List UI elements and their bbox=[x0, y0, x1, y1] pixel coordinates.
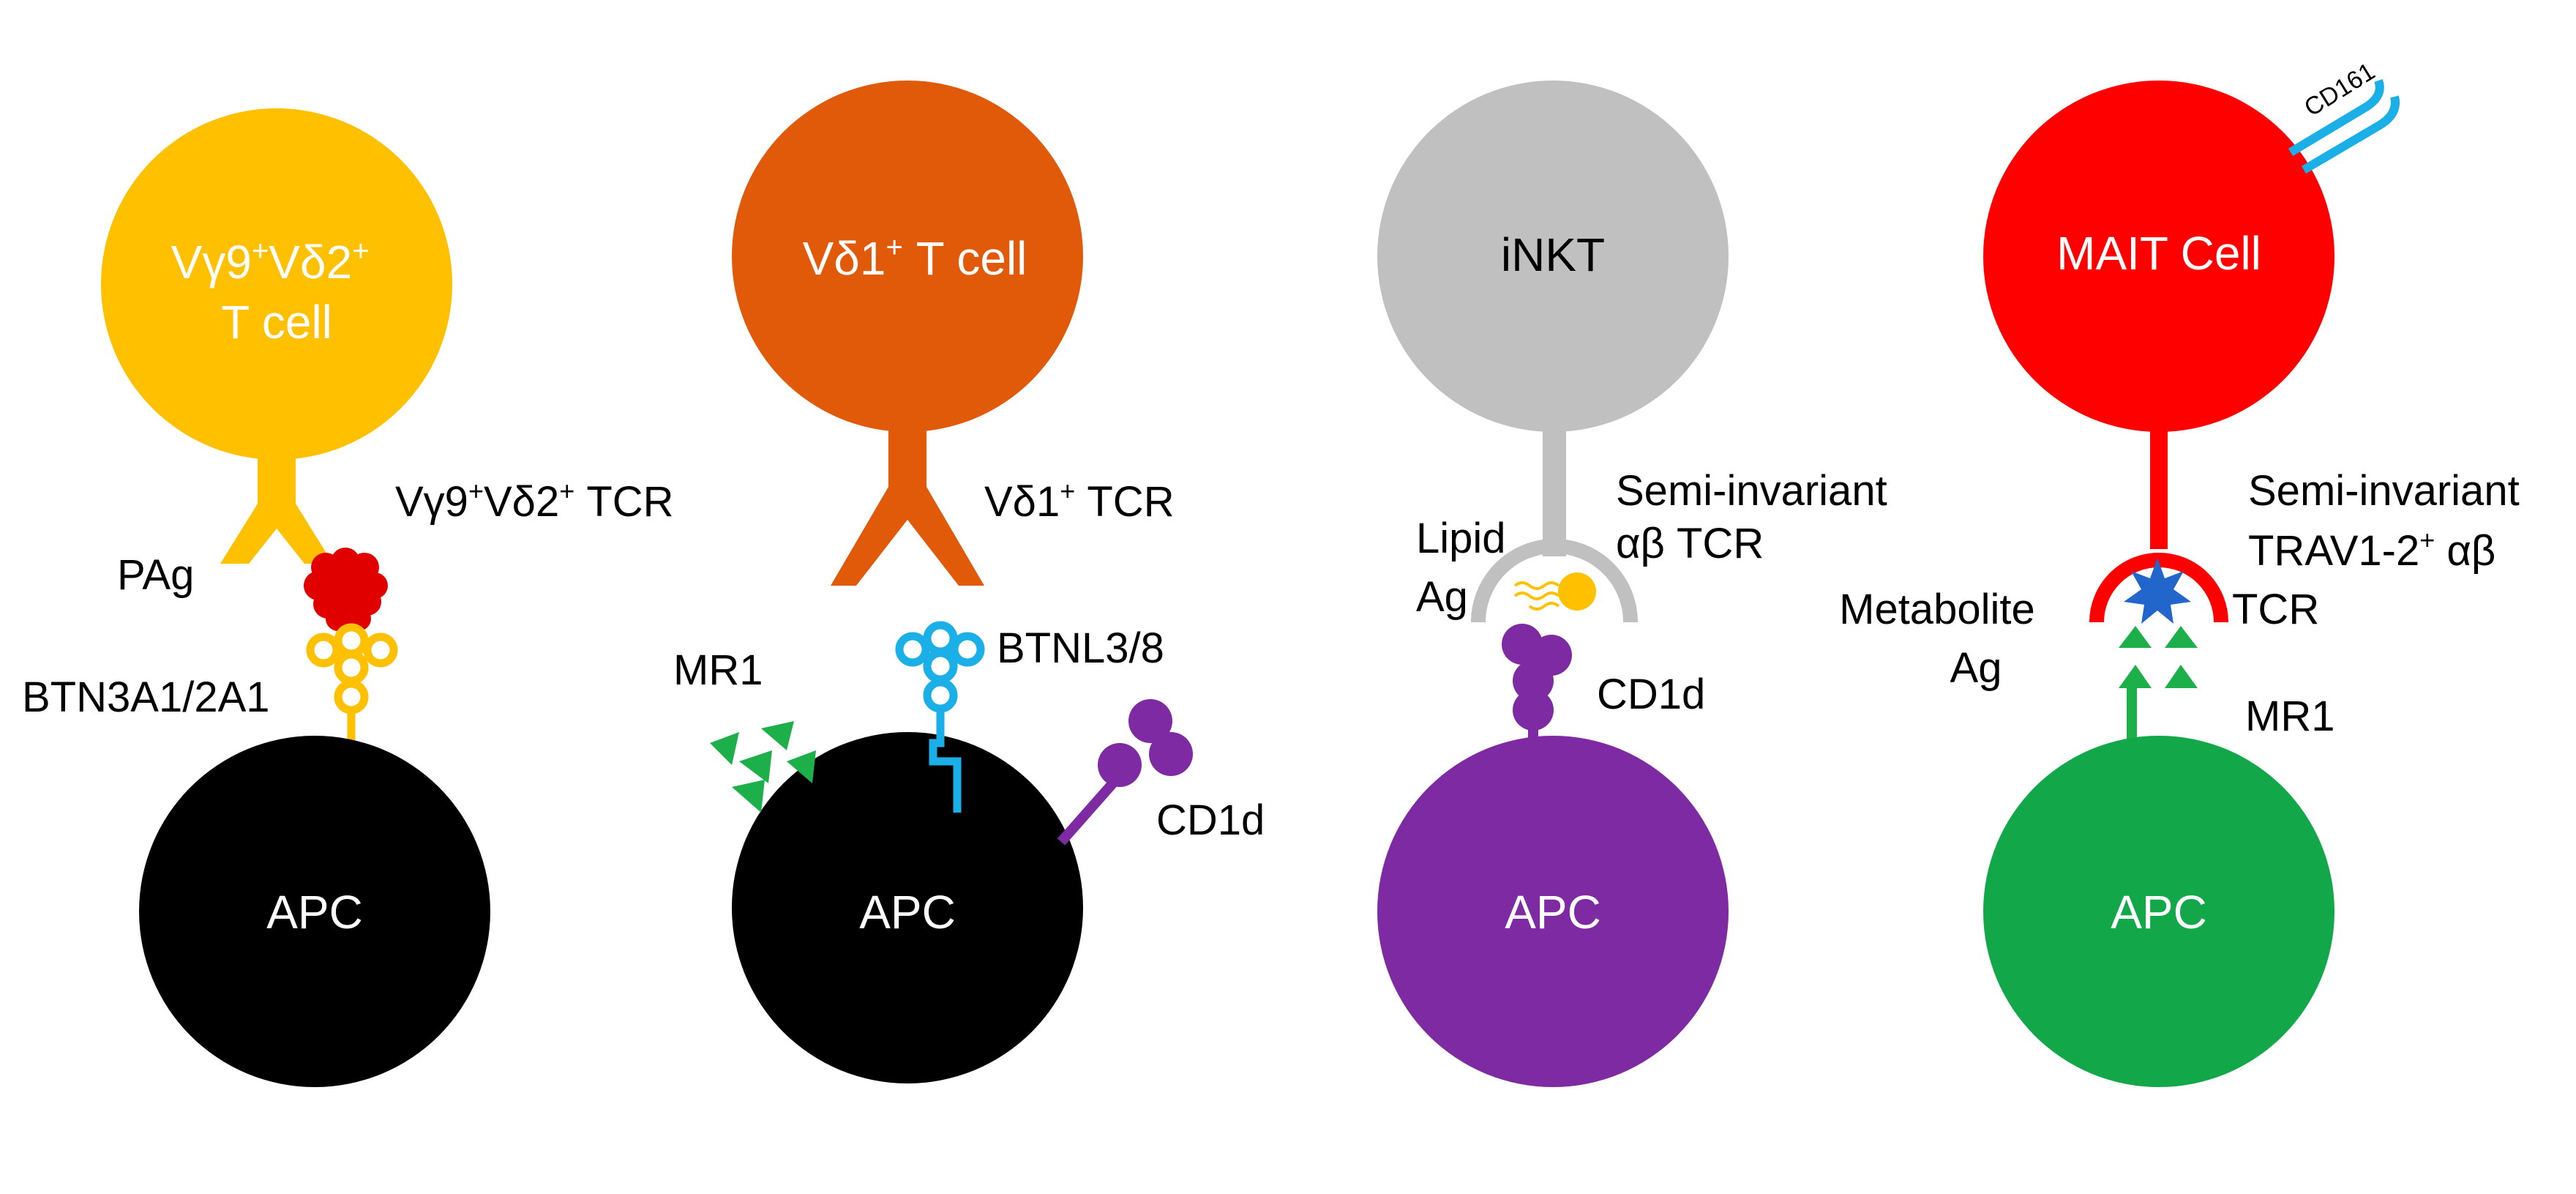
mait-cell-label: MAIT Cell bbox=[2056, 227, 2261, 280]
inkt-tcr bbox=[1543, 417, 1566, 556]
lipid-ag-label: Lipid Ag bbox=[1416, 515, 1518, 621]
lipid-antigen bbox=[1513, 572, 1596, 611]
mait-cell bbox=[1983, 81, 2334, 432]
inkt-cell bbox=[1377, 81, 1729, 432]
vd1-mr1-label: MR1 bbox=[673, 646, 763, 694]
cd161-receptor bbox=[2288, 78, 2400, 174]
vg9vd2-cell-label: Vγ9+Vδ2+ T cell bbox=[171, 218, 383, 348]
mait-mr1-label: MR1 bbox=[2245, 693, 2334, 740]
panel-mait: CD161 MAIT Cell Semi-invariant TRAV1-2+ … bbox=[1839, 57, 2531, 1087]
mait-apc-label: APC bbox=[2111, 886, 2207, 939]
vg9vd2-apc-label: APC bbox=[266, 886, 363, 939]
vd1-cd1d-label: CD1d bbox=[1156, 796, 1265, 844]
metabolite-label: Metabolite Ag bbox=[1839, 586, 2047, 692]
inkt-cd1d-label: CD1d bbox=[1597, 671, 1705, 718]
vg9vd2-apc bbox=[139, 736, 490, 1087]
panel-vg9vd2: Vγ9+Vδ2+ T cell Vγ9+Vδ2+ TCR PAg BTN3A1/… bbox=[22, 108, 674, 1087]
panel-inkt: iNKT Semi-invariant αβ TCR Lipid Ag CD1d… bbox=[1377, 81, 1899, 1087]
mait-mr1-triangles bbox=[2119, 626, 2198, 747]
vd1-cd1d-molecule bbox=[1057, 699, 1193, 846]
inkt-apc bbox=[1377, 736, 1729, 1087]
cd161-label: CD161 bbox=[2299, 57, 2380, 122]
btnl-molecule bbox=[895, 621, 985, 813]
vd1-apc-label: APC bbox=[859, 886, 956, 939]
mait-apc bbox=[1983, 736, 2334, 1087]
inkt-tcr-label: Semi-invariant αβ TCR bbox=[1616, 467, 1899, 567]
btnl-label: BTNL3/8 bbox=[997, 624, 1164, 672]
inkt-tcr-cup bbox=[1471, 539, 1638, 623]
vg9vd2-t-cell bbox=[101, 108, 452, 460]
inkt-cd1d-molecule bbox=[1502, 624, 1572, 754]
mait-tcr-cup bbox=[2089, 553, 2228, 623]
vd1-cell-label: Vδ1+ T cell bbox=[803, 231, 1027, 285]
vg9vd2-tcr bbox=[220, 439, 333, 564]
pag-cluster bbox=[304, 548, 388, 631]
mait-tcr-label: Semi-invariant TRAV1-2+ αβ TCR bbox=[2232, 467, 2531, 633]
inkt-cell-label: iNKT bbox=[1501, 228, 1605, 281]
vd1-mr1-triangles bbox=[710, 721, 816, 813]
vd1-t-cell bbox=[732, 81, 1083, 432]
inkt-apc-label: APC bbox=[1505, 886, 1601, 939]
vg9vd2-tcr-label: Vγ9+Vδ2+ TCR bbox=[395, 476, 674, 526]
vd1-apc bbox=[732, 732, 1083, 1083]
vd1-tcr-label: Vδ1+ TCR bbox=[984, 476, 1175, 526]
mait-tcr bbox=[2150, 417, 2168, 549]
btn3a-label: BTN3A1/2A1 bbox=[22, 674, 270, 721]
vd1-tcr bbox=[831, 417, 984, 586]
panel-vd1: Vδ1+ T cell Vδ1+ TCR MR1 BTNL3/8 CD1d AP… bbox=[673, 81, 1265, 1083]
metabolite-antigen bbox=[2124, 558, 2191, 624]
pag-label: PAg bbox=[117, 551, 194, 599]
